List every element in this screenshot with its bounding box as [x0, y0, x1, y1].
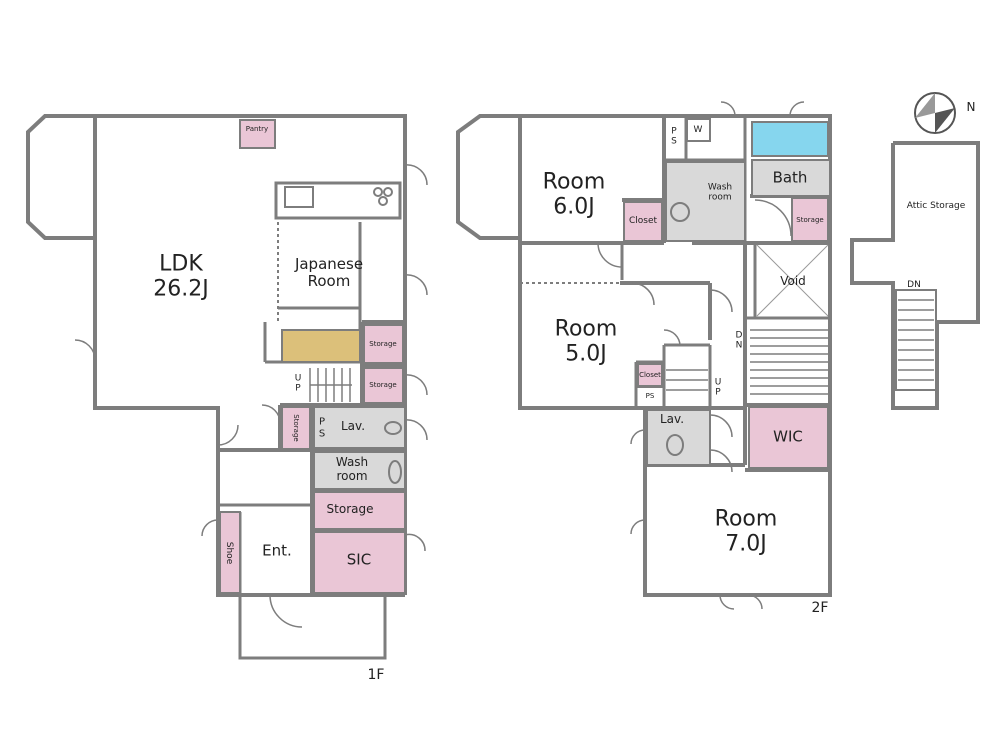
room-5-size: 5.0J [565, 342, 607, 367]
room-5-name: Room [554, 316, 618, 342]
ldk-size: 26.2J [153, 277, 209, 302]
room-6-name: Room [542, 169, 606, 195]
attic-walls [850, 141, 980, 410]
ps-2f-b-label: PS [645, 391, 655, 400]
lav-1f-label: Lav. [340, 419, 366, 434]
room-7-label: Room 7.0J [715, 507, 778, 558]
storage-d-label: Storage [326, 502, 374, 517]
stairs-attic [898, 299, 934, 381]
wash-room-1f-label: Wash room [335, 455, 369, 484]
wic-label: WIC [773, 427, 803, 446]
door-swings [74, 101, 805, 628]
shoe-label: Shoe [224, 541, 235, 565]
ldk-name: LDK [159, 251, 203, 277]
entrance-label: Ent. [262, 541, 292, 560]
japanese-room-line1: Japanese [294, 254, 364, 273]
storage-a-label: Storage [369, 339, 397, 348]
compass-north-label: N [966, 100, 976, 115]
room-fills [219, 119, 831, 594]
storage-c-label: Storage [292, 414, 301, 442]
w-label: W [693, 124, 703, 135]
stairs-2f [666, 329, 828, 395]
wash-room-2f-label: Wash room [708, 183, 732, 204]
pantry-label: Pantry [245, 124, 269, 133]
wash-room-2f-line1: Wash [707, 182, 733, 193]
bath-label: Bath [772, 168, 808, 187]
sic-label: SIC [346, 550, 372, 569]
fixtures [284, 118, 711, 484]
stairs-up-1f-label: U P [294, 373, 302, 394]
ps-2f-a-label: P S [671, 126, 677, 147]
wash-room-1f-line2: room [336, 469, 368, 483]
lav-2f-label: Lav. [659, 412, 685, 427]
floor1-label: 1F [367, 666, 385, 683]
storage-2f-label: Storage [796, 215, 824, 224]
wash-room-1f-line1: Wash [335, 455, 369, 470]
up-2f-label: U P [714, 377, 722, 398]
room-7-size: 7.0J [725, 532, 767, 557]
void-lines [756, 244, 829, 317]
dn-2f-label: D N [735, 330, 743, 351]
room-5-label: Room 5.0J [555, 317, 618, 368]
ps-1f-label: P S [318, 416, 326, 440]
japanese-room-label: Japanese Room [294, 254, 364, 291]
closet-a-label: Closet [628, 215, 658, 226]
room-7-name: Room [714, 506, 778, 532]
closet-b-label: Closet [639, 370, 661, 379]
ldk-label: LDK 26.2J [153, 252, 208, 303]
compass-icon [914, 92, 956, 134]
floor2-label: 2F [811, 599, 829, 616]
room-6-size: 6.0J [553, 195, 595, 220]
room-6-label: Room 6.0J [543, 170, 606, 221]
japanese-room-line2: Room [307, 272, 351, 290]
void-label: Void [780, 274, 806, 289]
stairs-1f [309, 368, 352, 402]
attic-dn-label: DN [907, 279, 921, 290]
wash-room-2f-line2: room [708, 193, 732, 203]
attic-storage-label: Attic Storage [906, 200, 966, 211]
storage-b-label: Storage [369, 380, 397, 389]
